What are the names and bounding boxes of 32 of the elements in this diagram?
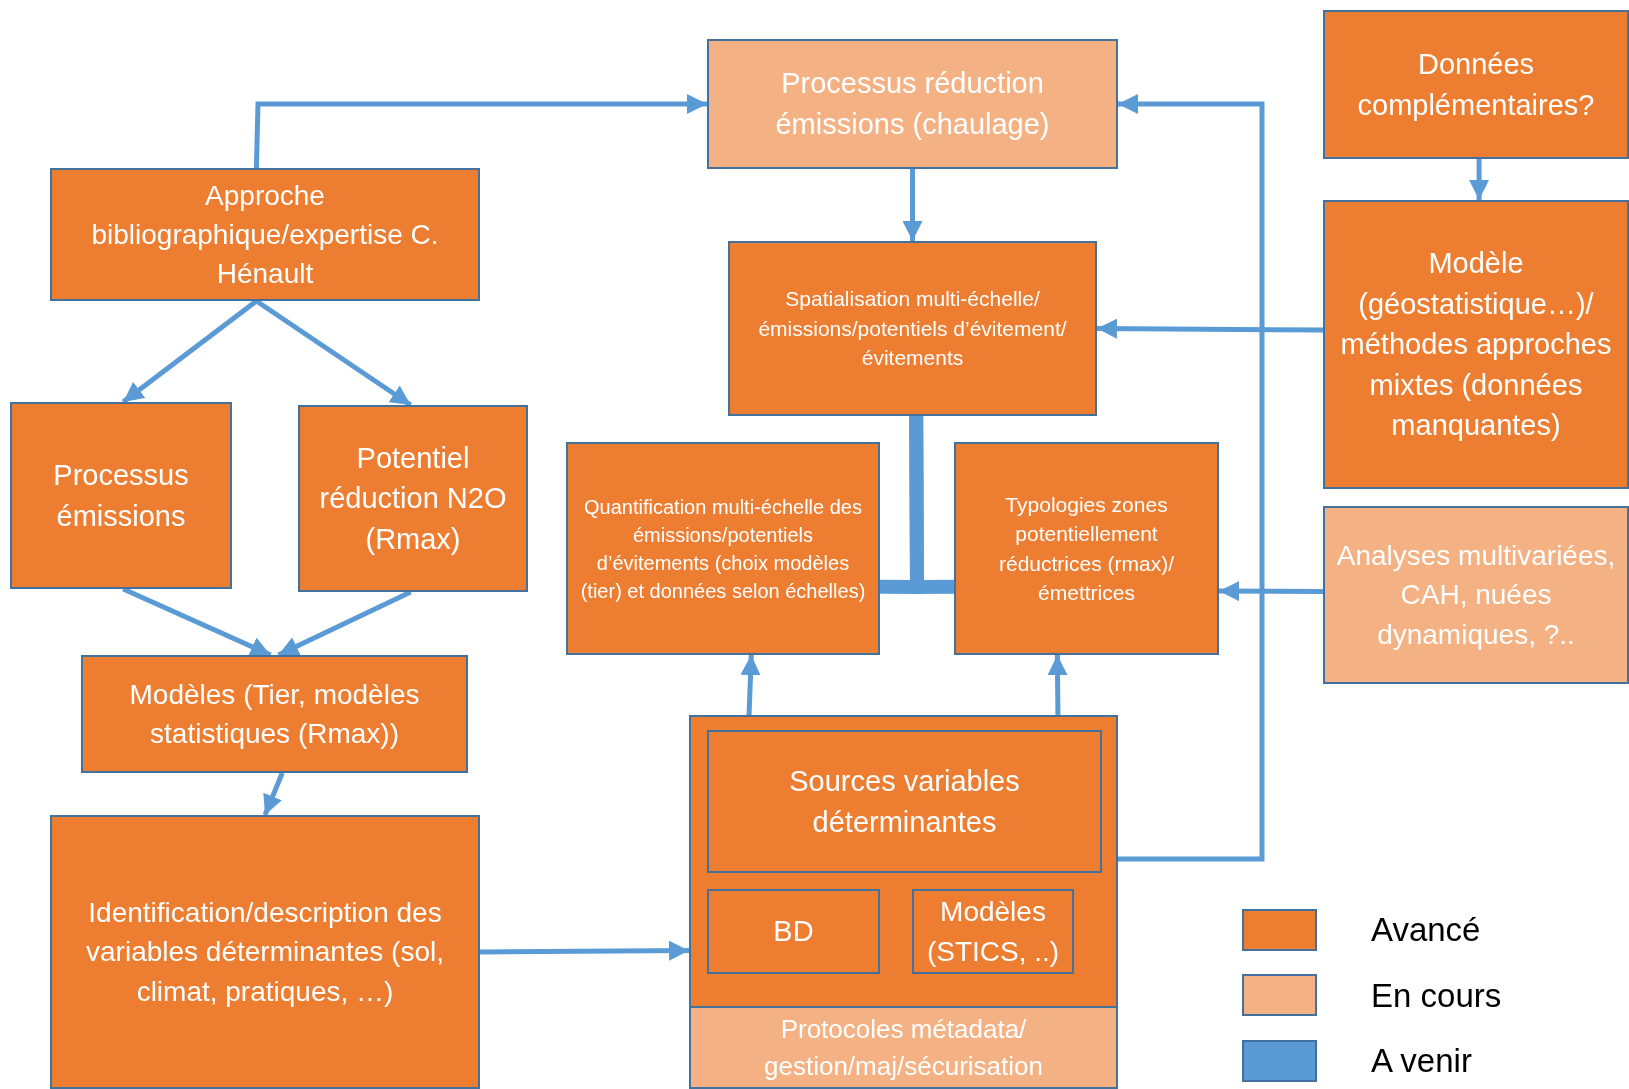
- process-box: Processus émissions: [10, 402, 232, 589]
- process-box: Sources variables déterminantes: [707, 730, 1102, 873]
- process-box: Quantification multi-échelle des émissions/potentiels d’évitements (choix modèles (tier) et données selon échelles): [566, 442, 880, 655]
- arrow: [1047, 654, 1068, 716]
- process-band: Protocoles métadata/ gestion/maj/sécurisation: [689, 1006, 1118, 1089]
- group-box: [689, 715, 1118, 1089]
- arrow: [1219, 581, 1323, 602]
- process-box: Potentiel réduction N2O (Rmax): [298, 405, 528, 592]
- process-box: Modèles (STICS, ..): [912, 889, 1074, 974]
- process-box: Analyses multivariées, CAH, nuées dynamiques, ?..: [1323, 506, 1629, 684]
- legend-label: Avancé: [1371, 910, 1481, 950]
- arrow: [253, 94, 707, 169]
- arrow: [909, 414, 955, 595]
- process-box: Modèle (géostatistique…)/ méthodes approches mixtes (données manquantes): [1323, 200, 1629, 489]
- process-box: Données complémentaires?: [1323, 10, 1629, 159]
- arrow: [262, 772, 285, 816]
- process-box: Identification/description des variables déterminantes (sol, climat, pratiques, …): [50, 815, 480, 1089]
- arrow: [902, 169, 923, 241]
- process-box: Processus réduction émissions (chaulage): [707, 39, 1118, 169]
- legend-label: En cours: [1371, 975, 1502, 1016]
- arrow: [480, 940, 689, 961]
- process-box: Approche bibliographique/expertise C. Hénault: [50, 168, 480, 301]
- arrow: [1469, 159, 1490, 200]
- legend-label: A venir: [1371, 1041, 1472, 1081]
- arrow: [121, 299, 258, 404]
- arrow: [1097, 318, 1323, 339]
- arrow: [1118, 94, 1265, 862]
- process-box: Typologies zones potentiellement réductrices (rmax)/ émettrices: [954, 442, 1219, 655]
- arrow: [740, 654, 761, 716]
- process-box: Modèles (Tier, modèles statistiques (Rmax)): [81, 655, 468, 773]
- process-box: BD: [707, 889, 880, 974]
- process-box: Spatialisation multi-échelle/émissions/potentiels d’évitement/évitements: [728, 241, 1097, 416]
